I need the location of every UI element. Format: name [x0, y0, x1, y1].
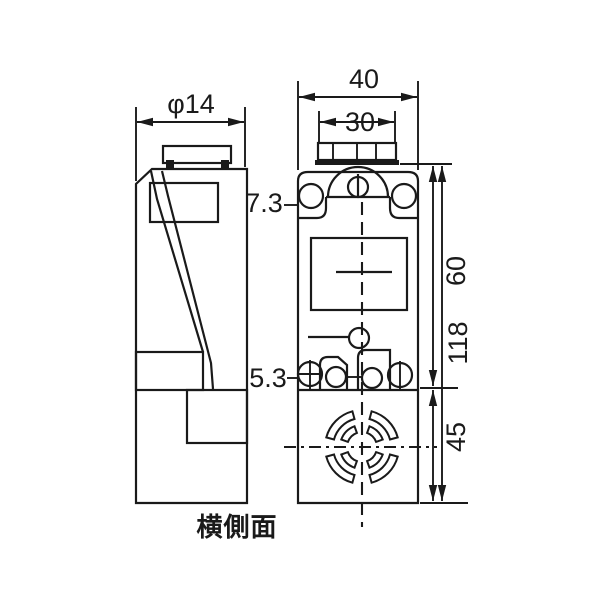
outer-slot-sw [325, 453, 356, 484]
left-ear-edge [298, 197, 328, 220]
terminal-row [296, 348, 414, 390]
side-cap-pin-left [166, 160, 174, 168]
left-tab-outline [318, 355, 349, 389]
side-lever-front-edge [149, 170, 205, 353]
dim-label-total-height: 118 [443, 321, 473, 364]
dim-label-bottom-slot: 5.3 [249, 363, 287, 393]
outer-slot-se [368, 453, 399, 484]
dim-head-width: 30 [318, 107, 396, 142]
dim-label-upper-height: 60 [441, 256, 471, 286]
inner-slot-ne [365, 425, 384, 444]
dim-body-width: 40 [297, 64, 419, 170]
height-dimensions: 60 118 45 [400, 163, 473, 504]
inner-slot-se [365, 450, 384, 469]
head-dome-arc [326, 165, 390, 198]
right-ear-edge [388, 197, 418, 220]
dim-label-head-width: 30 [345, 107, 375, 137]
slot-labels: 7.3 5.3 [245, 188, 298, 393]
side-window [148, 181, 220, 224]
right-mount-hole [390, 182, 418, 210]
side-lower-left-block [134, 350, 205, 392]
left-mount-hole [297, 182, 325, 210]
side-view: φ14 [134, 89, 249, 505]
dim-label-cap-diameter: φ14 [167, 89, 215, 119]
side-cap-plate [168, 162, 228, 170]
inner-slot-nw [340, 425, 359, 444]
outer-slot-ne [368, 410, 399, 441]
indicator-circle [347, 326, 371, 350]
front-body-outline [296, 170, 420, 505]
side-body-outline [134, 167, 249, 505]
front-view: 40 30 60 118 45 [284, 64, 473, 527]
head-strip-dividers [332, 143, 377, 160]
row-circle-2 [324, 365, 348, 389]
dim-cap-diameter: φ14 [135, 89, 246, 181]
inner-slot-sw [340, 450, 359, 469]
side-cap-pin-right [221, 160, 229, 168]
side-lever-back-edge [160, 170, 215, 390]
view-caption: 横側面 [196, 512, 277, 542]
row-circle-3 [360, 366, 384, 390]
dim-label-top-slot: 7.3 [245, 188, 283, 218]
right-tab-outline [356, 348, 392, 389]
dim-label-lower-height: 45 [441, 422, 471, 452]
dim-label-body-width: 40 [349, 64, 379, 94]
outer-slot-nw [325, 410, 356, 441]
sensing-face [325, 410, 399, 484]
label-plate [309, 236, 409, 312]
side-lower-right-block [185, 388, 249, 445]
